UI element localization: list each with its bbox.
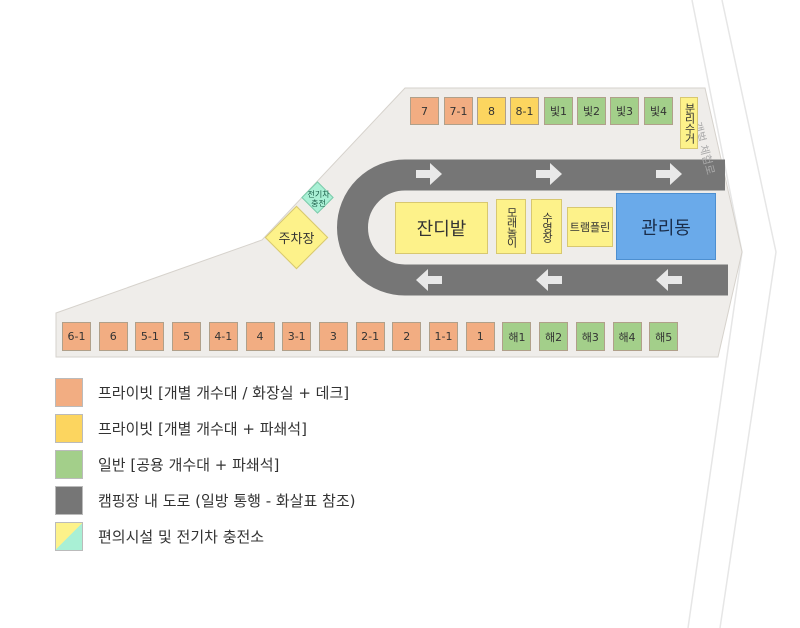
legend-swatch — [55, 378, 83, 407]
campsite-slot: 1 — [465, 322, 495, 351]
campsite-slot: 4 — [245, 322, 275, 351]
campsite-slot: 6-1 — [62, 322, 91, 351]
campsite-slot: 2 — [392, 322, 422, 351]
parking-label: 주차장 — [278, 232, 315, 247]
trampoline-area: 트램플린 — [567, 207, 613, 247]
campsite-slot: 8 — [477, 97, 506, 125]
legend-swatch — [55, 414, 83, 443]
legend-label: 일반 [공용 개수대 + 파쇄석] — [98, 456, 280, 474]
campsite-slot: 해2 — [539, 322, 569, 351]
arrow-right-icon — [656, 163, 682, 185]
legend-item: 편의시설 및 전기차 충전소 — [55, 522, 264, 551]
legend-swatch — [55, 522, 83, 551]
campsite-slot: 7-1 — [444, 97, 473, 125]
arrow-left-icon — [656, 269, 682, 291]
legend-item: 프라이빗 [개별 개수대 + 파쇄석] — [55, 414, 307, 443]
campsite-slot: 해4 — [612, 322, 642, 351]
recycling-area: 분리수거 — [680, 97, 698, 149]
campsite-slot: 1-1 — [429, 322, 458, 351]
campsite-slot: 해5 — [649, 322, 679, 351]
legend-item: 캠핑장 내 도로 (일방 통행 - 화살표 참조) — [55, 486, 356, 515]
office-building: 관리동 — [616, 193, 716, 260]
campsite-slot: 6 — [98, 322, 128, 351]
arrow-left-icon — [416, 269, 442, 291]
legend-label: 캠핑장 내 도로 (일방 통행 - 화살표 참조) — [98, 492, 356, 510]
legend-swatch — [55, 450, 83, 479]
legend-label: 편의시설 및 전기차 충전소 — [98, 528, 265, 546]
campsite-slot: 5-1 — [135, 322, 165, 351]
campsite-slot: 3-1 — [282, 322, 312, 351]
arrow-left-icon — [536, 269, 562, 291]
campsite-slot: 빛4 — [644, 97, 673, 125]
campsite-slot: 2-1 — [355, 322, 385, 351]
sandbox-area: 모래놀이 — [496, 199, 526, 254]
street-edge-right — [719, 0, 777, 628]
arrow-right-icon — [536, 163, 562, 185]
legend-label: 프라이빗 [개별 개수대 / 화장실 + 데크] — [98, 384, 350, 402]
campsite-slot: 8-1 — [510, 97, 539, 125]
campsite-slot: 해1 — [502, 322, 532, 351]
lawn-area: 잔디밭 — [395, 202, 488, 254]
pool-area: 수영장 — [531, 199, 562, 254]
arrow-right-icon — [416, 163, 442, 185]
campsite-slot: 빛2 — [577, 97, 606, 125]
campsite-slot: 4-1 — [208, 322, 238, 351]
campsite-slot: 해3 — [575, 322, 605, 351]
legend-item: 일반 [공용 개수대 + 파쇄석] — [55, 450, 279, 479]
campsite-slot: 7 — [410, 97, 439, 125]
campsite-slot: 빛3 — [610, 97, 639, 125]
legend-item: 프라이빗 [개별 개수대 / 화장실 + 데크] — [55, 378, 349, 407]
ev-charging-label: 전기차 충전 — [307, 189, 330, 208]
campsite-slot: 5 — [172, 322, 202, 351]
road-arrows — [416, 163, 682, 291]
legend-swatch — [55, 486, 83, 515]
campsite-slot: 3 — [318, 322, 348, 351]
one-way-road — [337, 159, 728, 296]
legend-label: 프라이빗 [개별 개수대 + 파쇄석] — [98, 420, 307, 438]
campsite-slot: 빛1 — [544, 97, 573, 125]
